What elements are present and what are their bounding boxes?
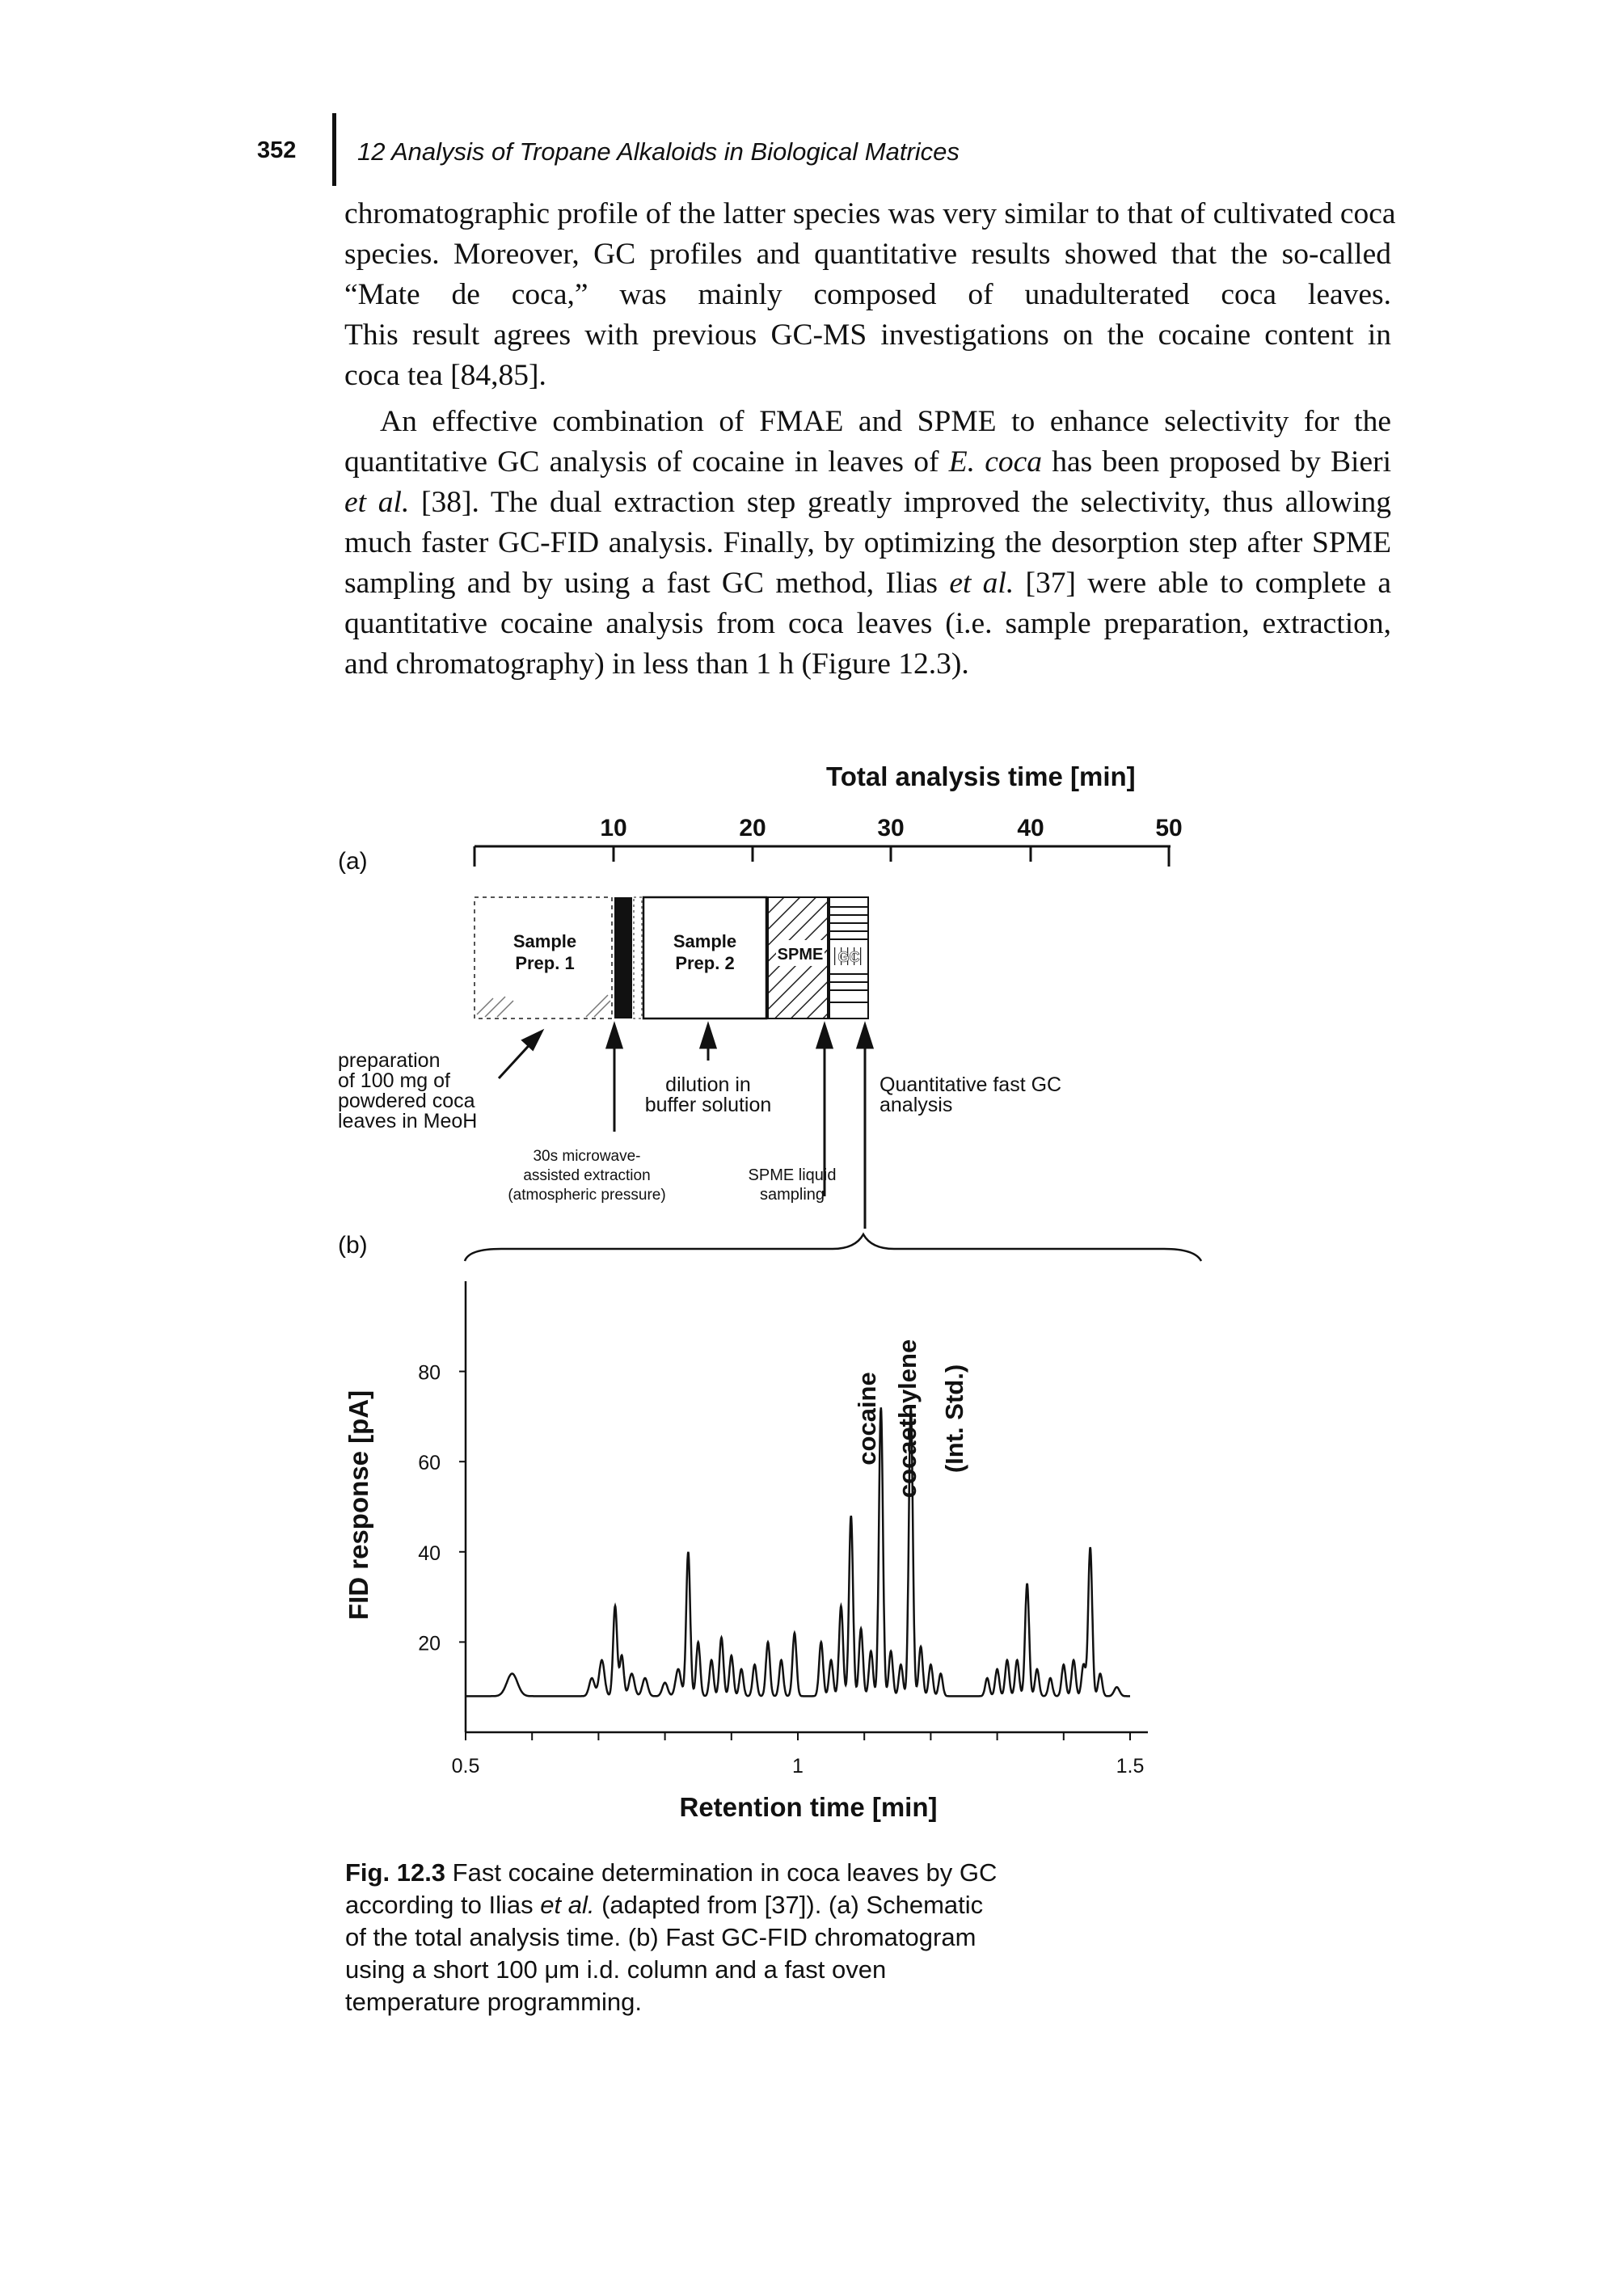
- annotation-line: powdered coca: [338, 1090, 475, 1112]
- annotation-line: preparation: [338, 1049, 440, 1072]
- text-line: and chromatography) in less than 1 h (Fi…: [344, 647, 969, 681]
- y-tick-label: 20: [418, 1632, 441, 1655]
- text-line: much faster GC-FID analysis. Finally, by…: [344, 526, 1391, 559]
- caption-label: Fig. 12.3: [345, 1858, 446, 1887]
- timeline-tick-label: 40: [1017, 815, 1044, 841]
- gc-stripes: [829, 906, 868, 1003]
- figure-caption: Fig. 12.3 Fast cocaine determination in …: [345, 1857, 1008, 2018]
- timeline-tick-label: 30: [877, 815, 904, 841]
- annotation-line: assisted extraction: [523, 1167, 650, 1184]
- microwave-note: 30s microwave- assisted extraction (atmo…: [508, 1148, 665, 1204]
- y-axis-title: FID response [pA]: [344, 1390, 373, 1620]
- caption-line-2: according to Ilias et al. (adapted from …: [345, 1891, 984, 1919]
- sample-prep-2-label: Prep. 2: [675, 953, 734, 973]
- extraction-bar-edge: [633, 896, 643, 1019]
- caption-line: Fig. 12.3 Fast cocaine determination in …: [345, 1857, 1008, 1889]
- peak-label: cocaine: [853, 1372, 881, 1465]
- hatch-decoration: [476, 994, 611, 1018]
- text-line: “Mate de coca,” was mainly composed of u…: [344, 278, 1391, 311]
- sample-prep-2-box: [642, 896, 768, 1020]
- preparation-note: preparation of 100 mg of powdered coca l…: [338, 1049, 477, 1132]
- sample-prep-2-label: Sample: [673, 931, 736, 951]
- gc-label-bg: [831, 947, 867, 965]
- quantitative-note: Quantitative fast GC analysis: [879, 1073, 1061, 1116]
- spme-label: SPME: [778, 946, 824, 964]
- annotation-line: Quantitative fast GC: [879, 1073, 1061, 1096]
- text-line: coca tea [84,85].: [344, 359, 546, 392]
- annotation-line: buffer solution: [645, 1094, 772, 1116]
- page-number: 352: [257, 137, 297, 163]
- extraction-bar: [614, 897, 632, 1018]
- text-line: species. Moreover, GC profiles and quant…: [344, 238, 1391, 271]
- text-line-italic-4: sampling and by using a fast GC method, …: [344, 567, 1392, 600]
- text-line-italic-2: et al. [38]. The dual extraction step gr…: [344, 486, 1391, 519]
- panel-a-axis-title: Total analysis time [min]: [826, 761, 1136, 791]
- timeline-tick-label: 50: [1155, 815, 1182, 841]
- caption-text: Fast cocaine determination in coca leave…: [452, 1858, 998, 1887]
- peak-label: (Int. Std.): [940, 1364, 968, 1473]
- running-head: 12 Analysis of Tropane Alkaloids in Biol…: [357, 137, 960, 166]
- peak-labels: cocaine cocaethylene (Int. Std.): [853, 1339, 968, 1498]
- arrows: [497, 1021, 875, 1229]
- y-tick-label: 60: [418, 1452, 441, 1474]
- text-line: An effective combination of FMAE and SPM…: [380, 405, 1391, 438]
- annotation-line: SPME liquid: [749, 1166, 837, 1184]
- annotation-line: leaves in MeoH: [338, 1110, 477, 1132]
- text-line: quantitative cocaine analysis from coca …: [344, 607, 1391, 640]
- timeline-tick-label: 20: [739, 815, 766, 841]
- timeline-tick-label: 10: [600, 815, 626, 841]
- panel-b-label: (b): [338, 1232, 368, 1259]
- dilution-note: dilution in buffer solution: [645, 1073, 772, 1116]
- annotation-line: 30s microwave-: [533, 1148, 640, 1165]
- header-rule: [332, 113, 336, 186]
- caption-line: of the total analysis time. (b) Fast GC-…: [345, 1923, 977, 1951]
- paragraph-1: chromatographic profile of the latter sp…: [344, 194, 1396, 396]
- sample-prep-1-box: [474, 896, 613, 1019]
- sample-prep-1-label: Sample: [513, 931, 576, 951]
- chromatogram: 20 40 60 80 0.5 1 1.5 FID response [pA] Reten…: [344, 1281, 1148, 1822]
- text-line: This result agrees with previous GC-MS i…: [344, 318, 1391, 352]
- fid-trace: [466, 1407, 1130, 1697]
- x-tick-label: 0.5: [452, 1755, 480, 1778]
- peak-label: cocaethylene: [893, 1339, 922, 1498]
- brace: [463, 1232, 1203, 1262]
- text-line: chromatographic profile of the latter sp…: [344, 197, 1396, 230]
- x-axis-title: Retention time [min]: [680, 1792, 938, 1822]
- caption-line: temperature programming.: [345, 1988, 642, 2016]
- annotation-line: of 100 mg of: [338, 1069, 450, 1092]
- gc-label: GC: [838, 949, 860, 965]
- x-axis-labels: 0.5 1 1.5: [452, 1732, 1145, 1778]
- spme-label-bg: [776, 940, 825, 966]
- x-tick-label: 1.5: [1116, 1755, 1145, 1778]
- spme-liquid-note: SPME liquid sampling: [749, 1166, 837, 1204]
- y-axis-labels: 20 40 60 80: [418, 1362, 466, 1655]
- annotation-line: sampling: [760, 1186, 825, 1204]
- y-tick-label: 40: [418, 1542, 441, 1565]
- annotation-line: analysis: [879, 1094, 952, 1116]
- x-tick-label: 1: [792, 1755, 804, 1778]
- annotation-line: (atmospheric pressure): [508, 1187, 665, 1204]
- text-line-italic-1: quantitative GC analysis of cocaine in l…: [344, 445, 1391, 479]
- caption-line-4: using a short 100 μm i.d. column and a f…: [345, 1955, 887, 1984]
- y-tick-label: 80: [418, 1362, 441, 1385]
- panel-a-label: (a): [338, 848, 368, 875]
- paragraph-2: An effective combination of FMAE and SPM…: [344, 402, 1391, 685]
- sample-prep-1-label: Prep. 1: [515, 953, 574, 973]
- annotation-line: dilution in: [665, 1073, 751, 1096]
